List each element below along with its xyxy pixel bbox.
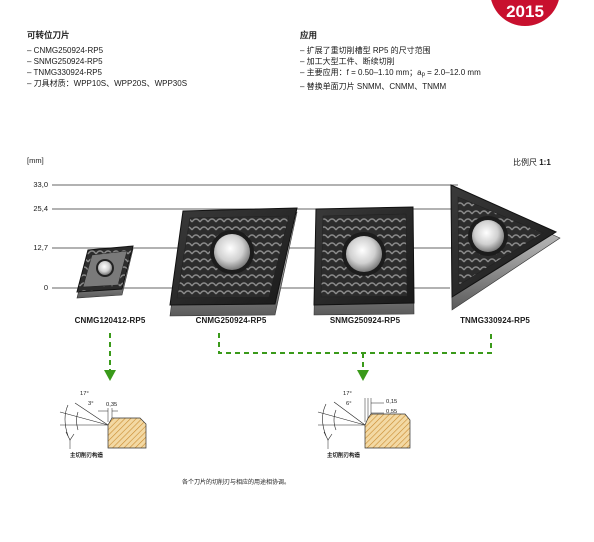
right-column-title: 应用 [300,30,318,40]
footnote: 各个刀片的切削刃与相应的用途相协调。 [182,480,291,486]
detail-left-angle-outer: 17° [80,391,89,397]
left-column-list: CNMG250924-RP5 SNMG250924-RP5 TNMG330924… [27,45,277,89]
insert-tnmg330924 [450,184,561,311]
green-arrows [104,333,492,381]
tick-label-33: 33,0 [33,180,48,189]
insert-snmg250924 [313,206,415,316]
scale-value: 1:1 [539,158,551,167]
detail-right-land-width-1: 0,15 [386,399,398,405]
edge-detail-left [59,402,147,449]
arrow-right-head [357,370,369,381]
list-item-application: 主要应用：f = 0.50–1.10 mm；ap = 2.0–12.0 mm [300,67,560,81]
detail-left-angle-inner: 3° [88,401,94,407]
insert-cnmg120412 [76,245,134,299]
list-item: 扩展了重切削槽型 RP5 的尺寸范围 [300,45,560,56]
list-item: 替换单面刀片 SNMM、CNMM、TNMM [300,81,560,92]
right-info-column: 应用 扩展了重切削槽型 RP5 的尺寸范围 加工大型工件、断续切削 主要应用：f… [300,29,560,92]
detail-right-angle-outer: 17° [343,391,352,397]
application-prefix: 主要应用：f = 0.50–1.10 mm；a [306,68,422,77]
list-item: 加工大型工件、断续切削 [300,56,560,67]
tick-label-0: 0 [43,283,48,292]
edge-detail-right [317,398,411,449]
arrow-left-head [104,370,116,381]
application-subscript: p [421,72,425,78]
insert-label-snmg250924: SNMG250924-RP5 [329,316,401,325]
year-text: 2015 [506,2,544,21]
detail-right-angle-inner: 6° [346,401,352,407]
right-column-list: 扩展了重切削槽型 RP5 的尺寸范围 加工大型工件、断续切削 主要应用：f = … [300,45,560,92]
insert-label-cnmg120412: CNMG120412-RP5 [74,316,146,325]
list-item: 刀具材质：WPP10S、WPP20S、WPP30S [27,78,277,89]
detail-right-land-width-2: 0,55 [386,409,398,415]
scale-label: 比例尺 1:1 [513,157,551,168]
insert-cnmg250924 [169,207,298,317]
detail-left-chip-label: 主切削刃构造 [70,453,104,459]
list-item: SNMG250924-RP5 [27,56,277,67]
insert-label-cnmg250924: CNMG250924-RP5 [195,316,267,325]
list-item: TNMG330924-RP5 [27,67,277,78]
insert-label-tnmg330924: TNMG330924-RP5 [460,316,530,325]
unit-label: [mm] [27,156,44,165]
detail-right-chip-label: 主切削刃构造 [327,453,361,459]
tick-label-12: 12,7 [33,243,48,252]
bracket-dashed [218,333,492,354]
tick-label-25: 25,4 [33,204,48,213]
application-suffix: = 2.0–12.0 mm [424,68,481,77]
left-column-title: 可转位刀片 [27,30,70,40]
left-info-column: 可转位刀片 CNMG250924-RP5 SNMG250924-RP5 TNMG… [27,29,277,89]
detail-left-land-width: 0,35 [106,402,118,408]
scale-label-text: 比例尺 [513,158,537,167]
list-item: CNMG250924-RP5 [27,45,277,56]
